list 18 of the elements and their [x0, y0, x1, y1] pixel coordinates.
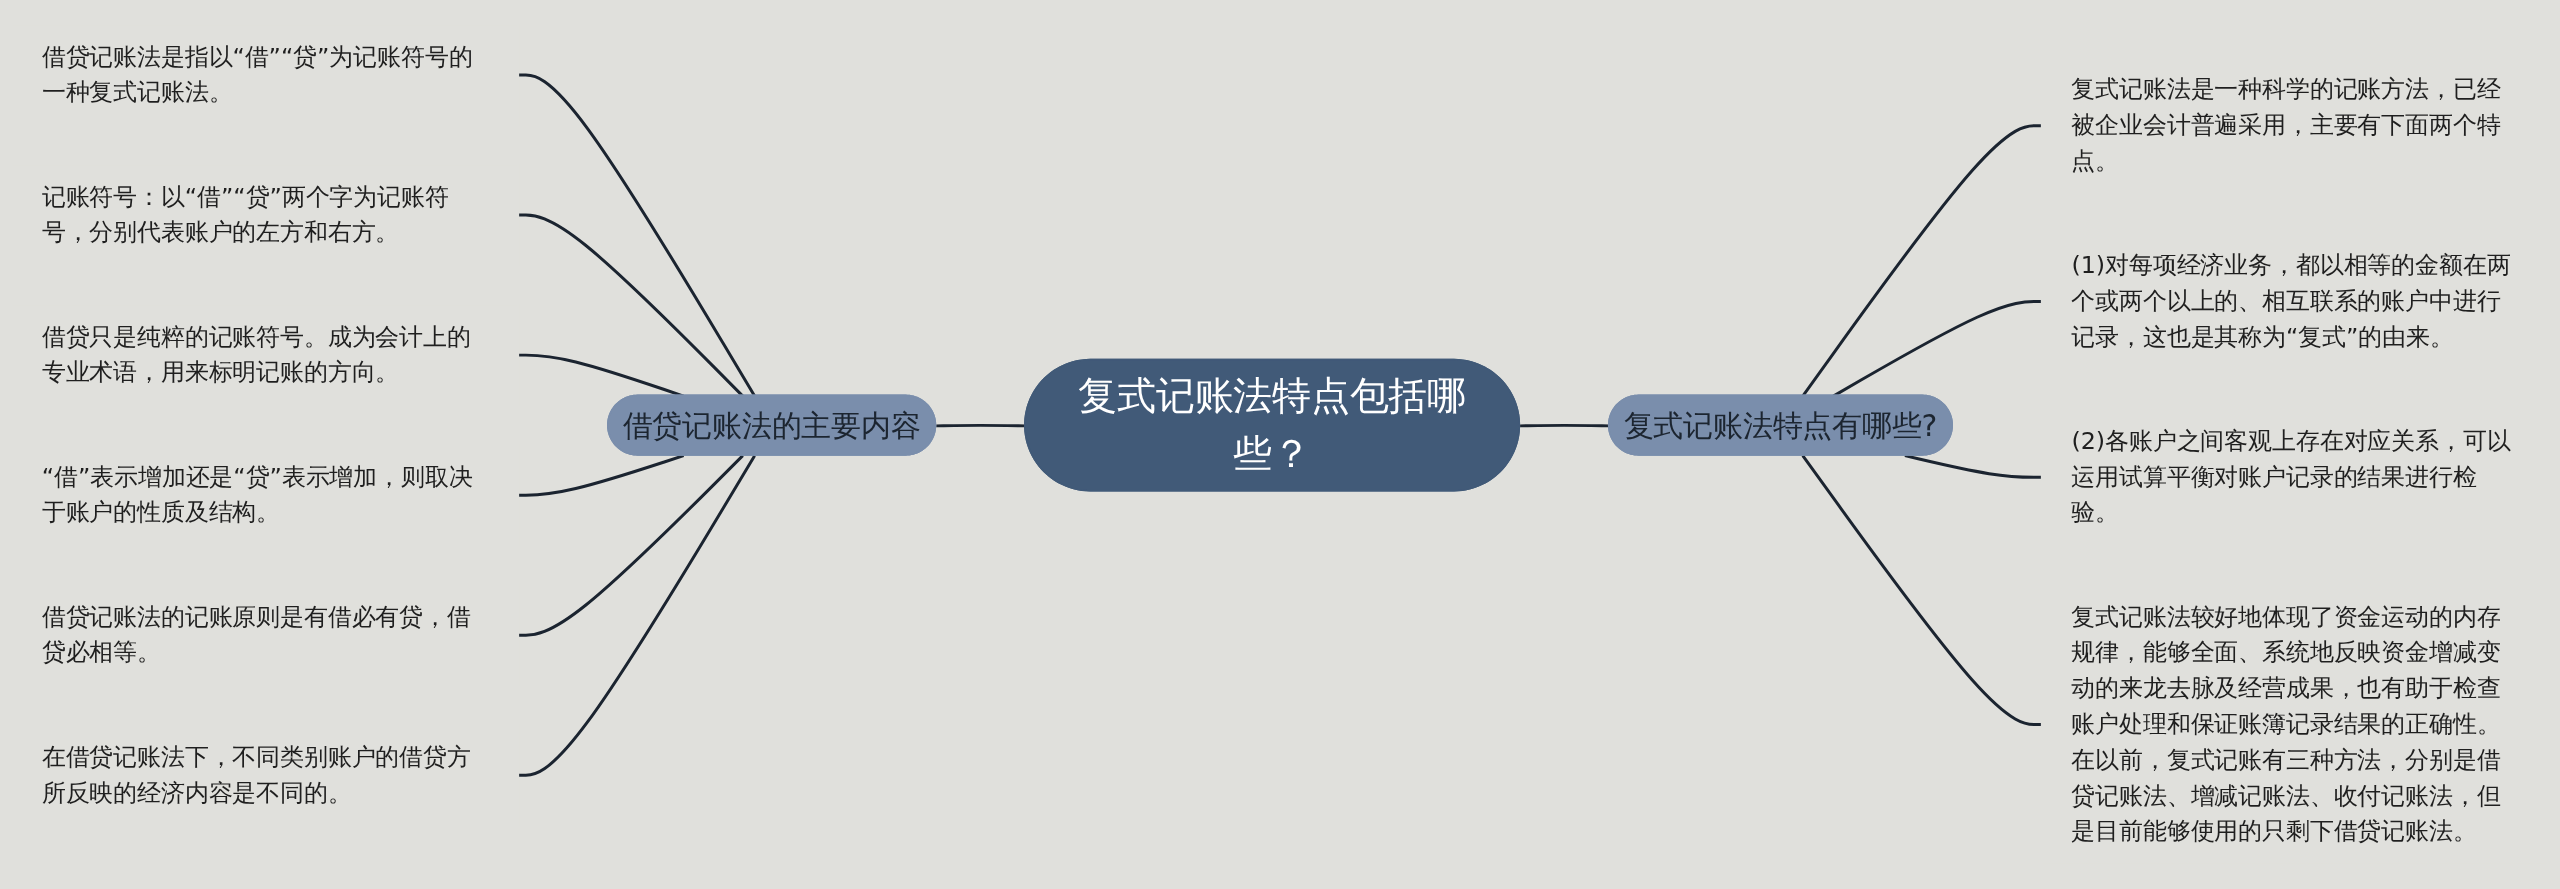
connector: [518, 454, 685, 497]
node-text: 复式记账法较好地体现了资金运动的内存规律，能够全面、系统地反映资金增减变动的来龙去脉及经营成果，也有助于检查账户处理和保证账簿记录结果的正确性。在以前，复式记账有三种方法，分别是借贷记账法、增减记账法、收付记账法，但是目前能够使用的只剩下借贷记账法。: [2071, 602, 2501, 846]
connector: [1801, 454, 2042, 727]
node-text: 在借贷记账法下，不同类别账户的借贷方所反映的经济内容是不同的。: [41, 742, 471, 807]
connector: [518, 73, 756, 397]
connector: [518, 454, 756, 777]
node-text: (2)各账户之间客观上存在对应关系，可以运用试算平衡对账户记录的结果进行检验。: [2071, 426, 2511, 527]
node-text: 借贷记账法是指以“借”“贷”为记账符号的一种复式记账法。: [41, 42, 473, 107]
node-text: 借贷记账法的记账原则是有借必有贷，借贷必相等。: [41, 602, 471, 667]
connector: [1904, 454, 2042, 479]
node-text: 复式记账法是一种科学的记账方法，已经被企业会计普遍采用，主要有下面两个特点。: [2071, 75, 2501, 175]
node-text: 记账符号：以“借”“贷”两个字为记账符号，分别代表账户的左方和右方。: [41, 182, 449, 247]
node-text: (1)对每项经济业务，都以相等的金额在两个或两个以上的、相互联系的账户中进行记录，这也是其称为“复式”的由来。: [2071, 250, 2511, 351]
connector: [936, 423, 1026, 428]
node-text: “借”表示增加还是“贷”表示增加，则取决于账户的性质及结构。: [41, 462, 473, 527]
connector: [518, 454, 744, 637]
connector: [1801, 124, 2042, 397]
node-text: 借贷只是纯粹的记账符号。成为会计上的专业术语，用来标明记账的方向。: [41, 322, 471, 387]
